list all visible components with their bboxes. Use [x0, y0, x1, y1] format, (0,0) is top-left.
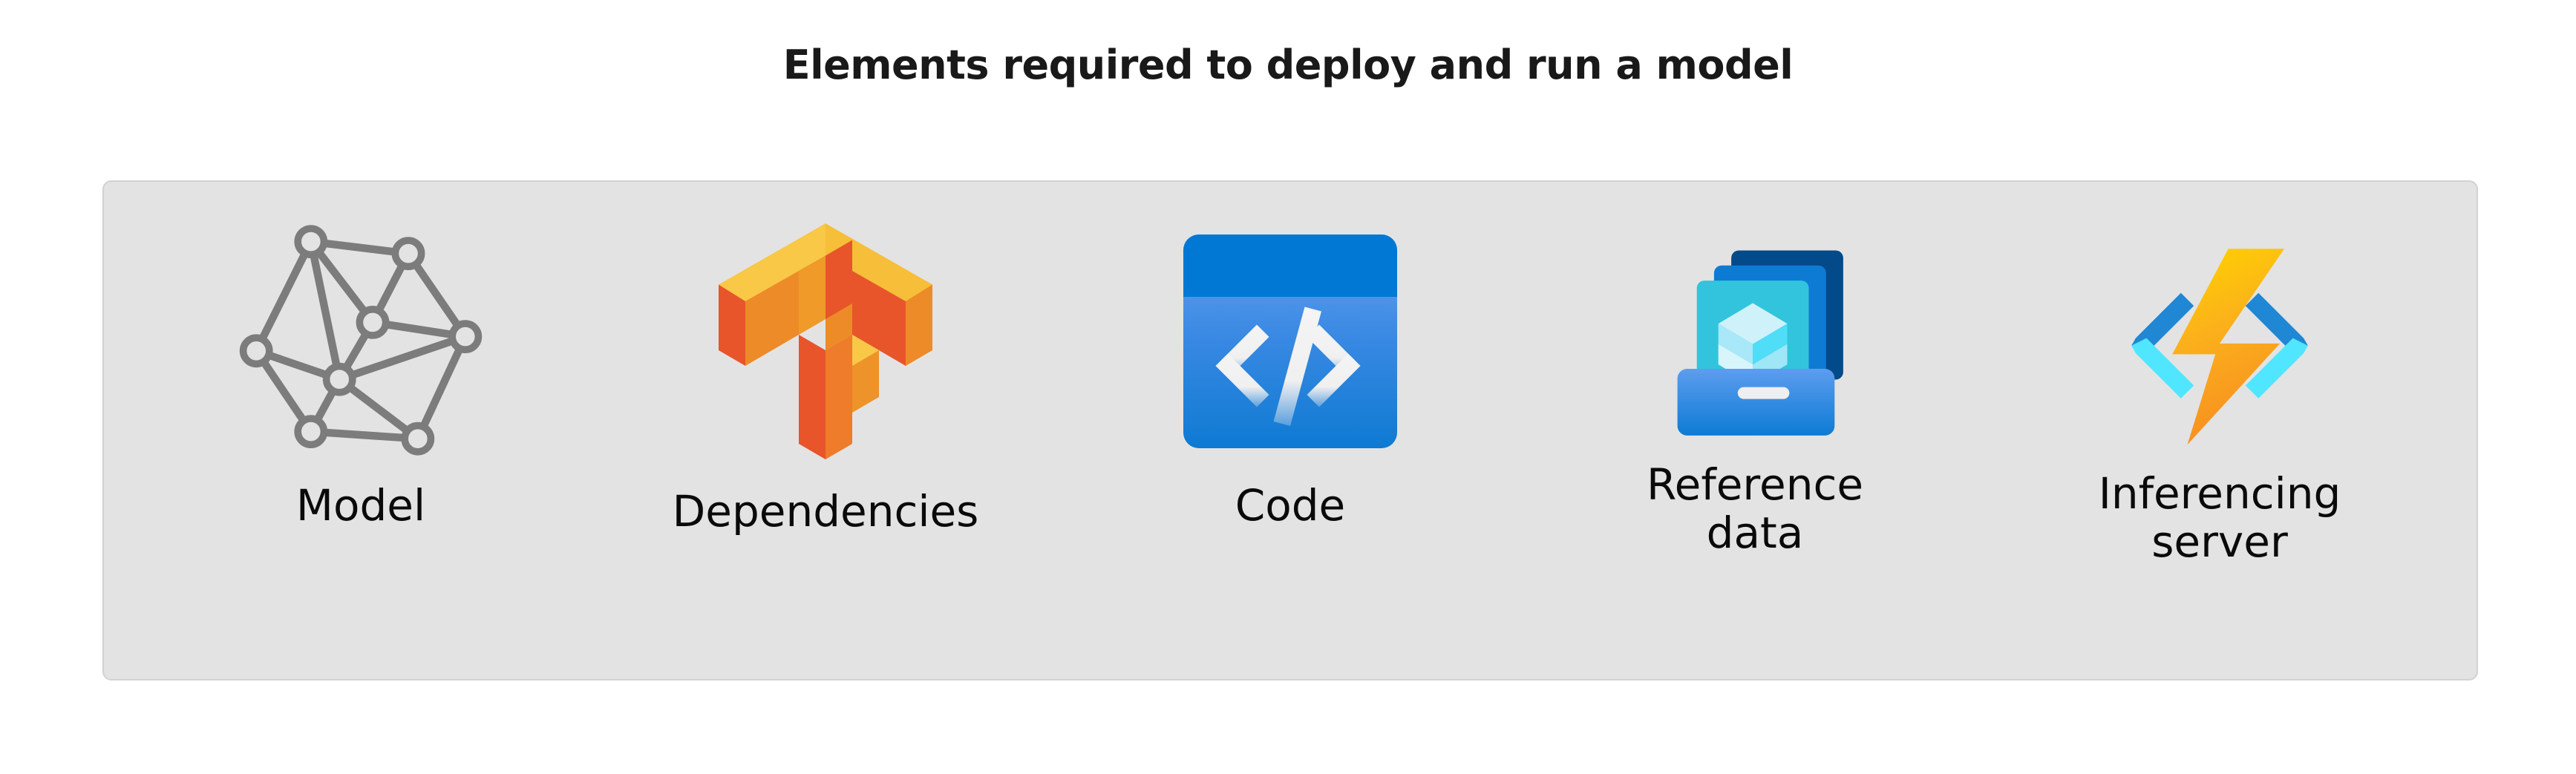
inferencing-server-icon-slot — [1997, 182, 2442, 493]
element-item-inferencing-server: Inferencing server — [1997, 182, 2442, 679]
code-icon-slot — [1068, 182, 1513, 493]
element-label: Inferencing server — [2098, 468, 2341, 567]
element-label: Reference data — [1646, 459, 1864, 558]
tensorflow-logo-icon — [714, 219, 937, 464]
network-graph-icon — [239, 223, 483, 460]
azure-functions-lightning-icon — [2101, 234, 2338, 449]
reference-data-icon-slot — [1532, 182, 1978, 493]
element-label: Model — [295, 480, 426, 531]
element-item-dependencies: Dependencies — [603, 182, 1048, 679]
element-item-reference-data: Reference data — [1532, 182, 1978, 679]
elements-panel: Model — [102, 180, 2478, 680]
model-icon-slot — [138, 182, 583, 493]
page-title: Elements required to deploy and run a mo… — [782, 42, 1794, 88]
element-item-code: Code — [1068, 182, 1513, 679]
element-label: Code — [1235, 480, 1346, 531]
reference-data-drawer-icon — [1647, 237, 1863, 445]
element-item-model: Model — [138, 182, 583, 679]
code-brackets-icon — [1179, 230, 1402, 453]
dependencies-icon-slot — [603, 182, 1048, 493]
element-label: Dependencies — [672, 486, 979, 537]
